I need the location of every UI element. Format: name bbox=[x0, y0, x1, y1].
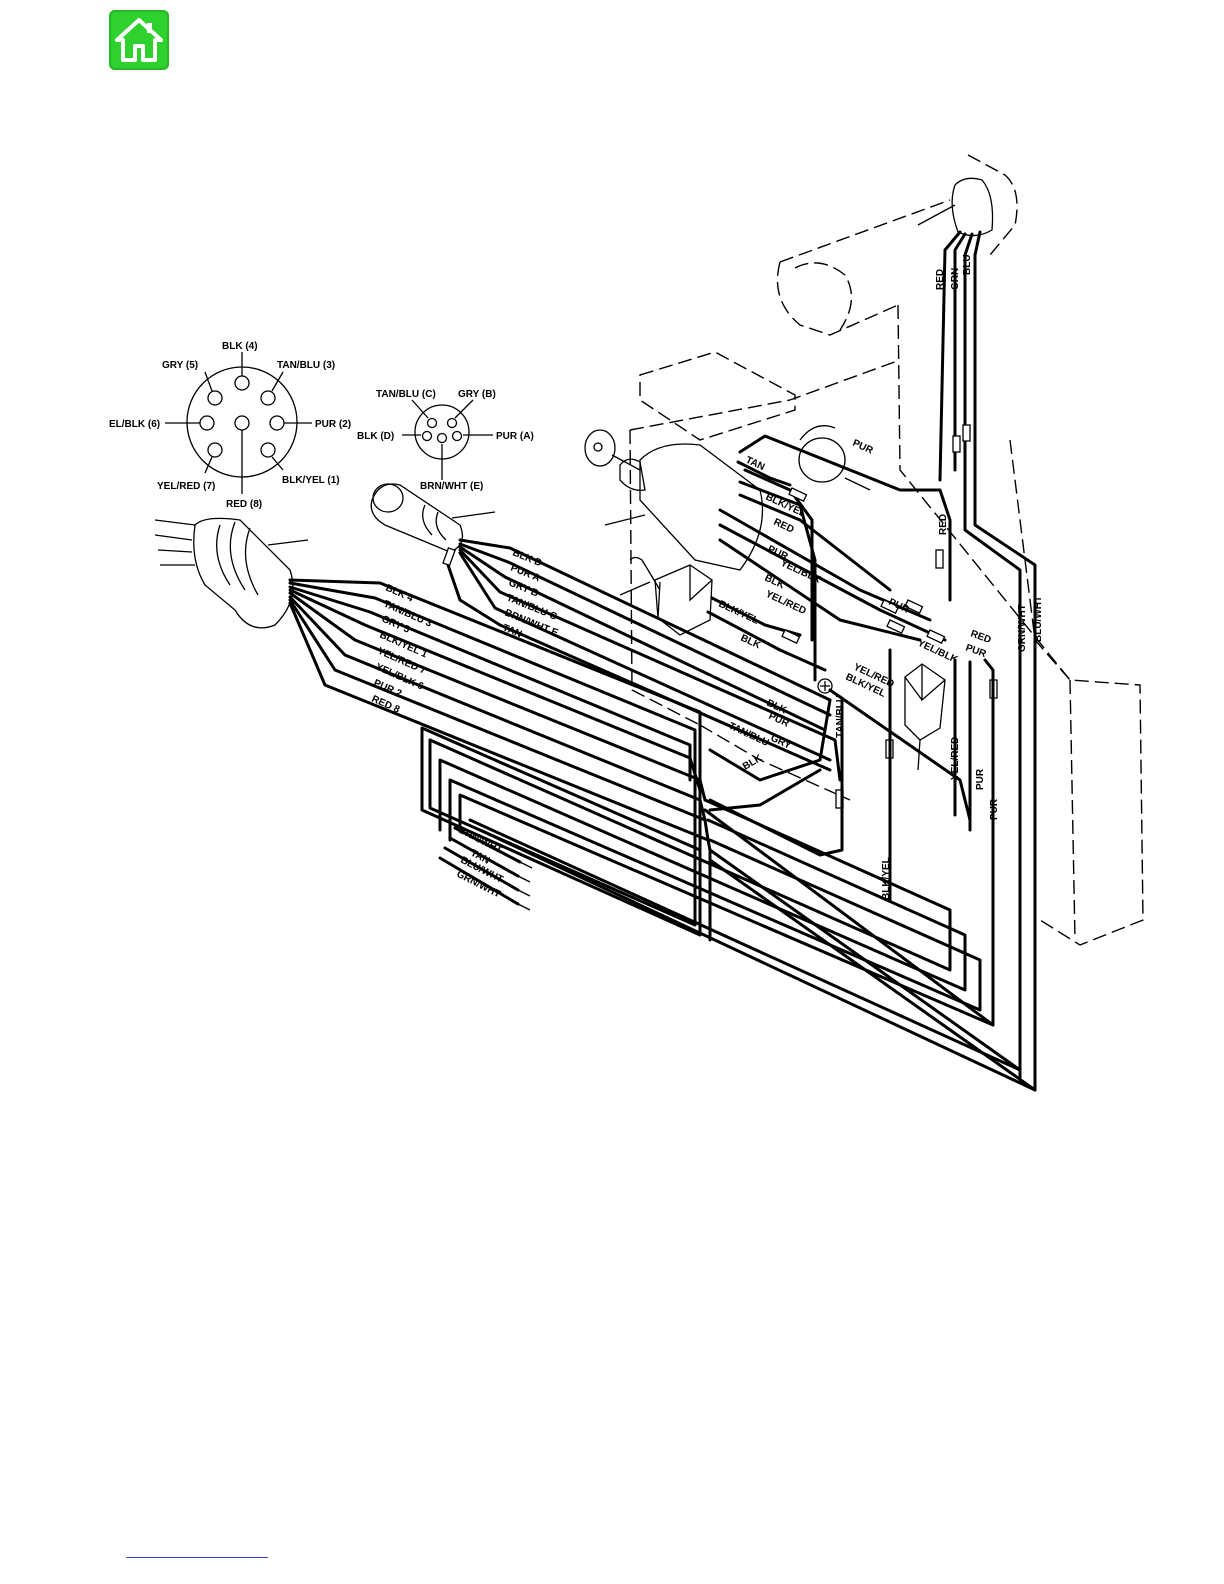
pin-label-E: BRN/WHT (E) bbox=[420, 481, 483, 492]
toggle-wire-blk: BLK bbox=[739, 633, 763, 652]
pin-label-8: RED (8) bbox=[226, 499, 262, 510]
handle-wire-red: RED bbox=[935, 269, 946, 290]
toggle-wire-blkyel: BLK/YEL bbox=[717, 599, 760, 627]
home-button[interactable] bbox=[109, 10, 169, 70]
harness-loops bbox=[420, 726, 1037, 1092]
connector-5pin-face bbox=[402, 399, 493, 480]
handle-wire-grn: GRN bbox=[950, 268, 961, 290]
wire-label-tanblu-lower: TAN/BLU bbox=[727, 721, 771, 749]
upper-wires bbox=[736, 434, 952, 602]
harness-5-wires bbox=[446, 538, 842, 782]
pin-label-6: EL/BLK (6) bbox=[109, 419, 160, 430]
harness-8-wires bbox=[288, 578, 712, 852]
wire-label-pur-top: PUR bbox=[851, 438, 875, 457]
wire-label-yelred-vert: YEL/RED bbox=[950, 737, 961, 780]
pin-label-B: GRY (B) bbox=[458, 389, 496, 400]
wire-label-blk-low2: BLK bbox=[741, 752, 765, 772]
home-icon bbox=[115, 18, 163, 62]
trim-switch bbox=[917, 177, 994, 237]
wire-label-pur-right: PUR bbox=[964, 642, 988, 660]
pin-label-A: PUR (A) bbox=[496, 431, 534, 442]
wire-label-pur-v2: PUR bbox=[989, 798, 1000, 820]
wire-label-bluwht-vert: BLU/WHT bbox=[1033, 596, 1044, 642]
wire-label-red-mid: RED bbox=[938, 514, 949, 535]
wire-label-pur-v1: PUR bbox=[975, 768, 986, 790]
pin-label-C: TAN/BLU (C) bbox=[376, 389, 436, 400]
footer-rule bbox=[126, 1557, 268, 1558]
wire-label-grnwht-vert: GRN/WHT bbox=[1017, 604, 1028, 652]
handle-wires bbox=[938, 230, 1037, 1092]
pin-label-5: GRY (5) bbox=[162, 360, 198, 371]
pin-label-D: BLK (D) bbox=[357, 431, 394, 442]
key-switch-wires bbox=[718, 468, 947, 682]
pin-label-3: TAN/BLU (3) bbox=[277, 360, 335, 371]
lower-wires bbox=[708, 648, 995, 1027]
trailing-wires bbox=[438, 826, 533, 911]
key-switch bbox=[584, 429, 764, 571]
plug-8pin bbox=[154, 517, 309, 629]
pin-label-4: BLK (4) bbox=[222, 341, 258, 352]
pin-label-2: PUR (2) bbox=[315, 419, 351, 430]
key-wire-blk: BLK bbox=[763, 573, 787, 592]
handle-wire-blu: BLU bbox=[962, 254, 973, 275]
control-housing-outline bbox=[629, 154, 1144, 946]
warning-horn bbox=[798, 425, 871, 491]
connector-8pin-face bbox=[165, 352, 312, 494]
wire-label-blkyel-vert: BLK/YEL bbox=[881, 857, 892, 900]
module-box bbox=[904, 663, 946, 771]
ground-terminal bbox=[817, 678, 833, 694]
pin-label-7: YEL/RED (7) bbox=[157, 481, 215, 492]
wire-label-tanblu-vert: TAN/BLU bbox=[835, 695, 846, 738]
key-wire-red: RED bbox=[772, 517, 796, 536]
pin-label-1: BLK/YEL (1) bbox=[282, 475, 340, 486]
